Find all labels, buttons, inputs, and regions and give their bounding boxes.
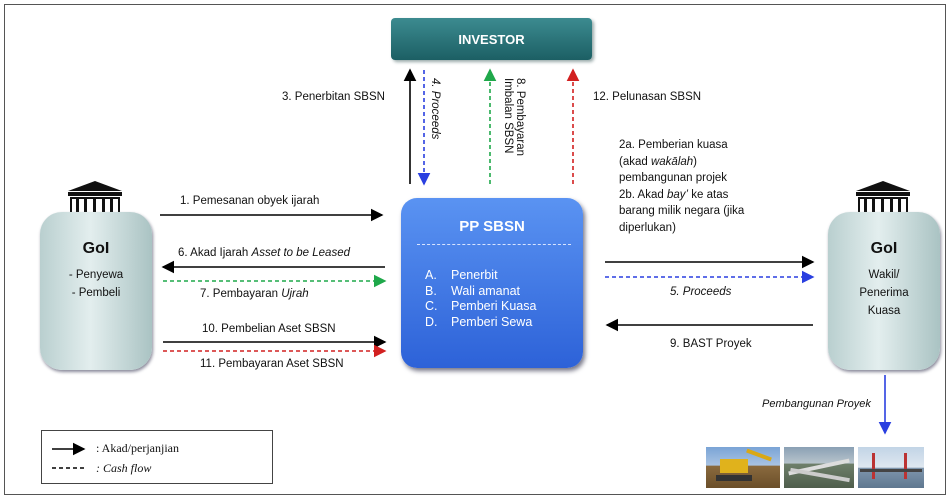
label-1: 1. Pemesanan obyek ijarah [180, 195, 320, 207]
label-4: 4. Proceeds [429, 78, 441, 140]
gol-left-title: GoI [82, 240, 110, 257]
pp-role-item: A.Penerbit [425, 268, 498, 282]
gol-right-role-3: Kuasa [867, 305, 901, 317]
legend-solid-text: : Akad/perjanjian [96, 441, 179, 455]
gol-right-role-2: Penerima [859, 287, 909, 299]
diagram-frame [4, 4, 946, 495]
gol-right-role-1: Wakil/ [868, 269, 900, 281]
pp-role-item: C.Pemberi Kuasa [425, 299, 537, 313]
pp-role-list: A.Penerbit B.Wali amanat C.Pemberi Kuasa… [425, 268, 536, 330]
gol-right-cylinder: GoI Wakil/ Penerima Kuasa [828, 212, 940, 370]
gol-left-role-1: - Penyewa [68, 269, 124, 281]
construction-photo-interchange [784, 447, 854, 488]
label-11: 11. Pembayaran Aset SBSN [200, 358, 344, 370]
label-6: 6. Akad Ijarah Asset to be Leased [178, 247, 350, 259]
gol-right-title: GoI [870, 240, 898, 257]
pp-title: PP SBSN [459, 218, 525, 235]
pp-divider [417, 244, 571, 245]
label-3: 3. Penerbitan SBSN [282, 91, 385, 103]
label-2: 2a. Pemberian kuasa (akad wakālah) pemba… [619, 139, 745, 234]
label-7: 7. Pembayaran Ujrah [200, 288, 309, 300]
label-10: 10. Pembelian Aset SBSN [202, 323, 336, 335]
investor-label: INVESTOR [458, 31, 525, 47]
investor-box: INVESTOR [391, 18, 592, 60]
legend-box: : Akad/perjanjian : Cash flow [41, 430, 273, 484]
construction-photo-excavator [706, 447, 780, 488]
pp-sbsn-box: PP SBSN A.Penerbit B.Wali amanat C.Pembe… [401, 198, 583, 368]
government-building-icon-left [66, 181, 124, 217]
label-construction: Pembangunan Proyek [762, 398, 871, 410]
gol-left-role-2: - Pembeli [71, 287, 121, 299]
legend-dashed-text: : Cash flow [96, 461, 152, 475]
construction-photo-bridge [858, 447, 924, 488]
pp-role-item: D.Pemberi Sewa [425, 314, 533, 329]
label-12: 12. Pelunasan SBSN [593, 91, 702, 103]
gol-left-cylinder: GoI - Penyewa - Pembeli [40, 212, 152, 370]
label-5: 5. Proceeds [670, 286, 732, 298]
label-9: 9. BAST Proyek [670, 338, 752, 350]
pp-role-item: B.Wali amanat [425, 283, 521, 298]
